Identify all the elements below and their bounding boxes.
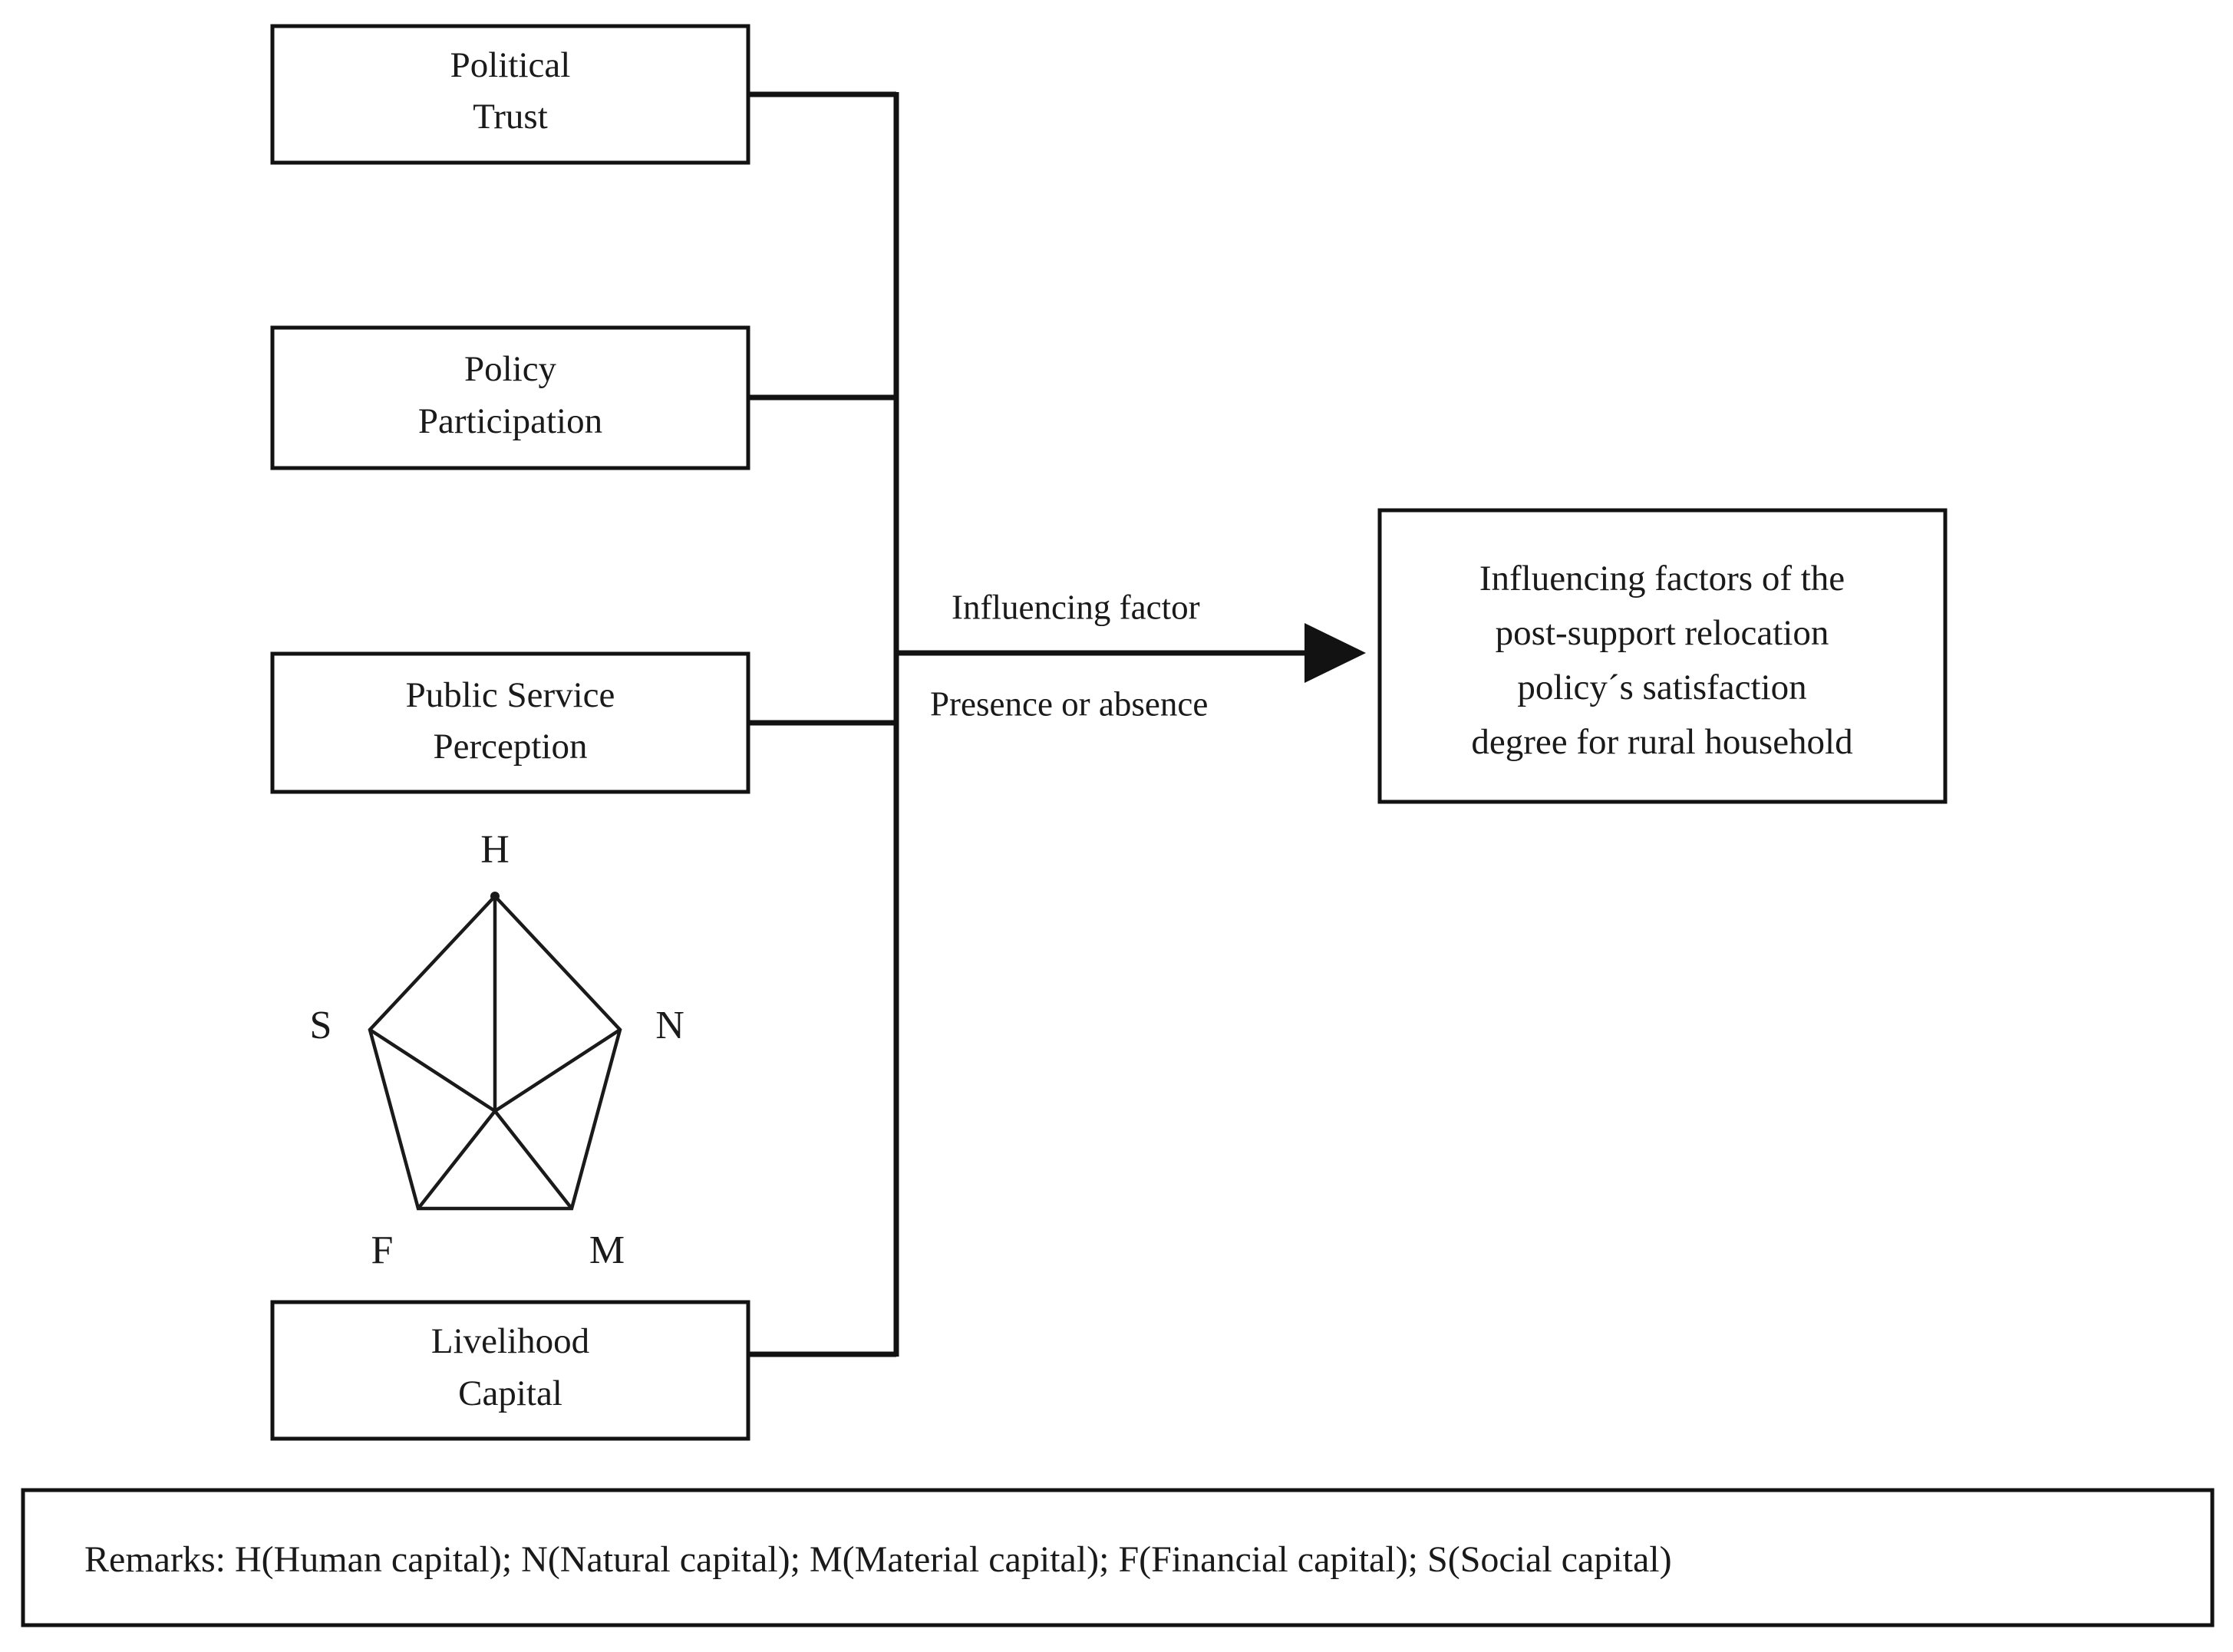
box-line-1: Political [450,45,571,85]
pentagon-spoke-m [493,1110,573,1210]
outcome-line-3: policy´s satisfaction [1517,668,1806,707]
pentagon-label-m: M [589,1228,625,1272]
outcome-line-1: Influencing factors of the [1479,559,1845,598]
pentagon-vertex-dot-h [490,892,500,901]
arrow-label-below: Presence or absence [930,684,1208,723]
pentagon-label-n: N [655,1004,684,1047]
box-line-1: Policy [464,349,557,389]
box-line-2: Trust [473,97,548,137]
pentagon-spoke-s [368,1028,496,1113]
factor-box-political-trust[interactable]: Political Trust [270,24,750,165]
pentagon-label-s: S [310,1004,332,1047]
remarks-text: Remarks: H(Human capital); N(Natural cap… [84,1539,1672,1580]
box-outline [270,325,750,470]
box-line-2: Perception [434,727,588,767]
factor-box-public-service-perception[interactable]: Public Service Perception [270,651,750,794]
pentagon-spoke-f [417,1110,496,1210]
influence-arrow [896,623,1366,683]
box-line-1: Public Service [406,675,615,715]
outcome-line-4: degree for rural household [1471,722,1852,762]
box-outline [270,1300,750,1441]
factor-box-policy-participation[interactable]: Policy Participation [270,325,750,470]
pentagon-label-h: H [480,828,510,872]
pentagon-label-f: F [371,1228,394,1272]
factor-box-livelihood-capital[interactable]: Livelihood Capital [270,1300,750,1441]
remarks-outline [21,1488,2215,1627]
pentagon-spoke-n [493,1028,622,1113]
pentagon-outline [368,893,622,1211]
box-outline [1377,508,1948,804]
remarks-box: Remarks: H(Human capital); N(Natural cap… [21,1488,2215,1627]
box-outline [270,24,750,165]
box-line-2: Participation [418,401,602,441]
livelihood-capital-pentagon: H N M F S [310,828,684,1272]
box-outline [270,651,750,794]
box-line-1: Livelihood [431,1321,589,1361]
outcome-line-2: post-support relocation [1496,613,1829,653]
box-line-2: Capital [458,1373,562,1413]
outcome-box[interactable]: Influencing factors of the post-support … [1377,508,1948,804]
connector-network [748,91,899,1357]
arrow-head-icon [1305,623,1366,683]
arrow-label-above: Influencing factor [952,588,1200,626]
